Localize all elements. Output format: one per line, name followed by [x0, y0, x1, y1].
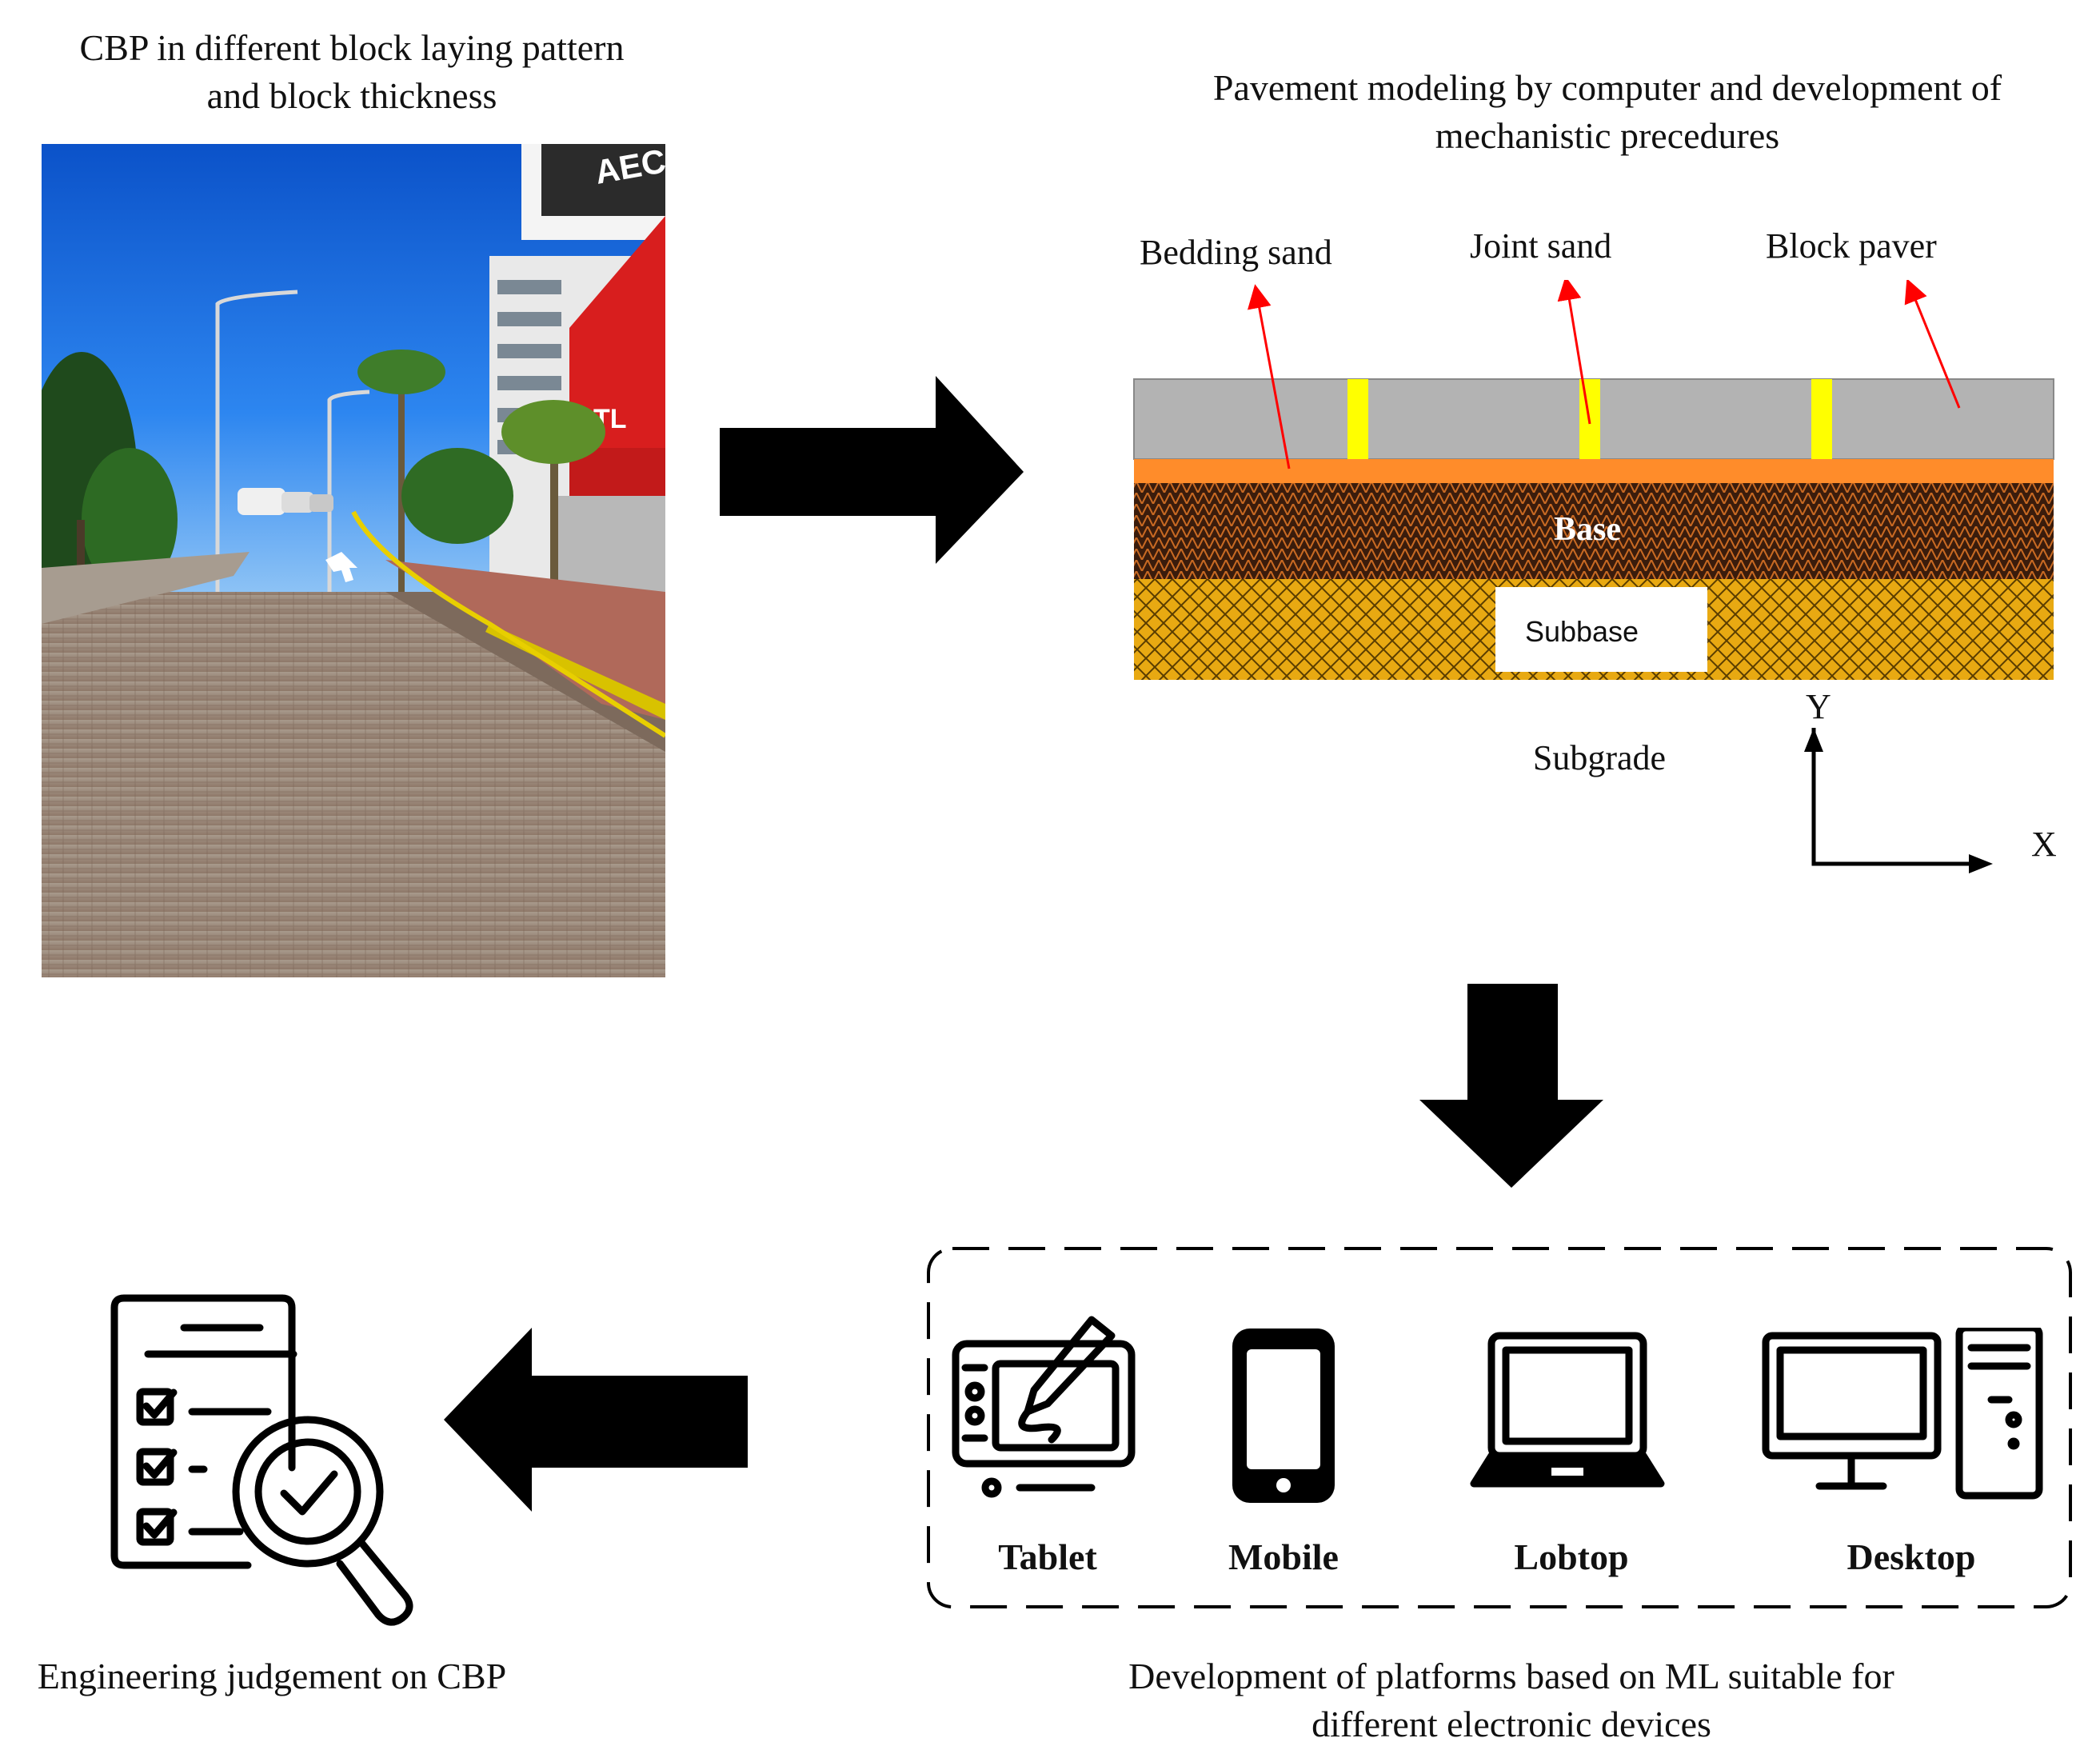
axis-y-label: Y	[1806, 687, 1831, 726]
trees-left	[42, 352, 178, 632]
flow-arrow-left	[440, 1328, 752, 1516]
devices-caption-line1: Development of platforms based on ML sui…	[1128, 1656, 1894, 1696]
checklist-magnifier-icon	[108, 1292, 444, 1628]
bedding-sand-layer	[1134, 459, 2054, 483]
judgement-caption: Engineering judgement on CBP	[37, 1656, 507, 1696]
flow-arrow-down	[1415, 984, 1607, 1192]
drawing-tablet-icon	[948, 1312, 1140, 1504]
devices-caption-line2: different electronic devices	[1312, 1704, 1711, 1744]
mobile-phone-icon	[1228, 1324, 1339, 1508]
joint-sand-strips	[1347, 379, 1832, 459]
desktop-computer-icon	[1759, 1328, 2047, 1504]
photo-caption: CBP in different block laying pattern an…	[24, 24, 680, 120]
devices-dashed-box	[924, 1244, 2075, 1612]
label-base: Base	[1554, 511, 1621, 548]
laptop-icon	[1467, 1328, 1667, 1504]
flow-arrow-right	[720, 376, 1032, 568]
devices-caption: Development of platforms based on ML sui…	[1040, 1652, 1983, 1748]
base-layer	[1134, 483, 2054, 579]
palm-trees	[357, 350, 605, 656]
axis-x-label: X	[2031, 825, 2057, 864]
model-caption: Pavement modeling by computer and develo…	[1152, 64, 2063, 160]
label-bedding-sand: Bedding sand	[1140, 233, 1332, 272]
label-joint-sand: Joint sand	[1470, 226, 1612, 266]
callout-arrows	[1247, 280, 1961, 469]
street-photo: AECO TL	[42, 144, 665, 977]
device-label-desktop: Desktop	[1846, 1536, 1976, 1577]
label-subbase: Subbase	[1525, 615, 1639, 648]
device-label-tablet: Tablet	[998, 1536, 1097, 1577]
device-label-laptop: Lobtop	[1514, 1536, 1629, 1577]
parked-cars	[238, 488, 333, 515]
label-subgrade: Subgrade	[1533, 738, 1666, 777]
label-block-paver: Block paver	[1766, 226, 1937, 266]
pavement-cross-section: Base Subbase Subgrade Y X	[1120, 280, 2079, 888]
device-label-mobile: Mobile	[1228, 1536, 1339, 1577]
model-caption-line1: Pavement modeling by computer and develo…	[1212, 67, 2002, 108]
xy-axes	[1804, 728, 1993, 873]
photo-caption-line1: CBP in different block laying pattern	[79, 27, 625, 68]
street-lamps	[215, 290, 370, 592]
road-arrow	[325, 552, 357, 582]
photo-caption-line2: and block thickness	[206, 75, 497, 116]
model-caption-line2: mechanistic precedures	[1435, 115, 1780, 156]
